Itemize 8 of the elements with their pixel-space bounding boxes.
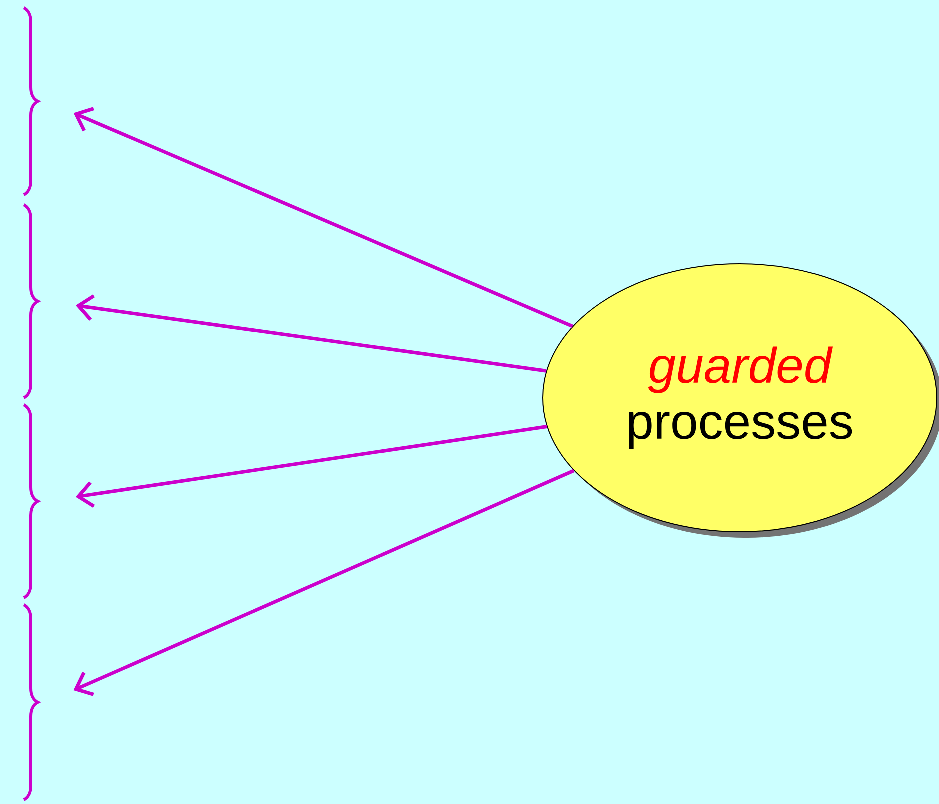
arrow xyxy=(76,425,548,508)
brace xyxy=(23,6,40,196)
arrow xyxy=(76,294,547,373)
arrow xyxy=(74,107,574,328)
brace xyxy=(23,204,40,400)
arrow xyxy=(74,469,575,696)
brace xyxy=(23,604,40,802)
brace xyxy=(23,404,40,600)
